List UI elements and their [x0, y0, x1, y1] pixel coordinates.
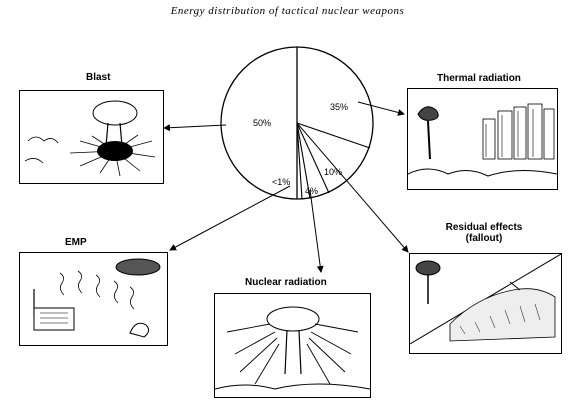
- nuclear-panel: [214, 293, 371, 398]
- emp-panel: [19, 252, 168, 346]
- pie-slice-divider-35: [296, 122, 371, 149]
- thermal-label: Thermal radiation: [437, 73, 521, 84]
- fallout-cloud-icon: [410, 254, 561, 345]
- pie-label-emp: <1%: [272, 177, 291, 187]
- arrow-to-blast: [163, 124, 227, 132]
- nuclear-label: Nuclear radiation: [245, 277, 327, 288]
- emp-label: EMP: [65, 237, 87, 248]
- pie-label-residual: 10%: [324, 167, 343, 177]
- arrow-to-residual: [296, 122, 409, 253]
- pie-label-thermal: 35%: [330, 102, 349, 112]
- blast-panel: [19, 90, 164, 184]
- pie-slice-divider-4: [296, 122, 311, 199]
- pie-label-nuclear: 4%: [305, 186, 319, 196]
- diagram-title: Energy distribution of tactical nuclear …: [170, 5, 405, 17]
- arrow-to-emp: [169, 185, 291, 251]
- radio-tower-icon: [33, 258, 161, 338]
- pie-slice-divider-10: [296, 122, 330, 194]
- thermal-panel: [407, 88, 558, 190]
- arrow-to-nuclear: [309, 189, 324, 273]
- residual-label-line1: Residual effects: [445, 222, 523, 233]
- blast-label: Blast: [86, 72, 111, 83]
- pie-label-blast: 50%: [253, 118, 272, 128]
- radiation-rays-icon: [215, 306, 370, 390]
- pie-slice-divider-1: [296, 122, 303, 200]
- residual-label: Residual effects (fallout): [434, 222, 534, 244]
- mushroom-cloud-icon: [24, 100, 156, 177]
- burning-city-icon: [408, 103, 557, 177]
- residual-panel: [409, 253, 562, 354]
- residual-label-line2: (fallout): [465, 233, 503, 244]
- arrow-to-thermal: [357, 101, 405, 116]
